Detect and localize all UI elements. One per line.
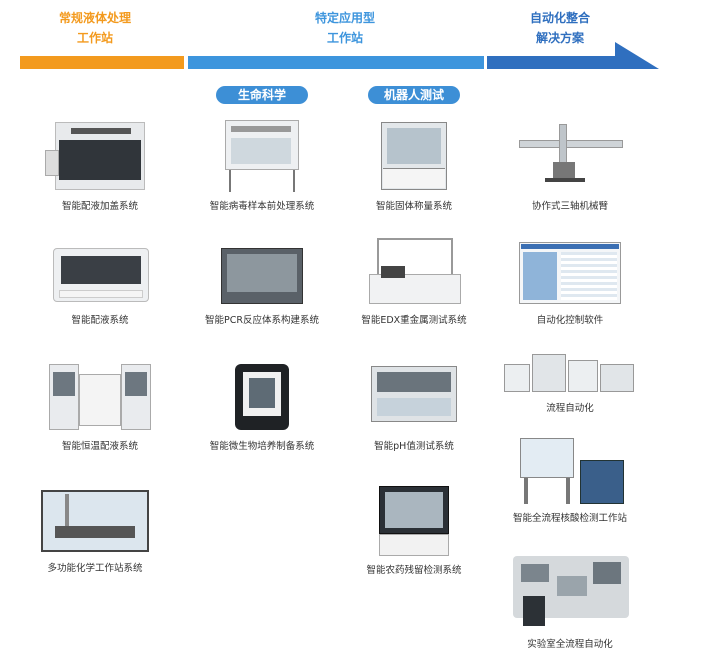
product-name: 智能农药残留检测系统 (366, 565, 462, 576)
product-card[interactable]: 实验室全流程自动化 (490, 550, 650, 650)
product-name: 智能病毒样本前处理系统 (209, 201, 315, 212)
machine-image (45, 244, 155, 308)
product-card[interactable]: 智能配液系统 (20, 244, 180, 326)
bar-automation-arrow (487, 42, 659, 69)
header-specific-line1: 特定应用型 (314, 11, 375, 25)
product-card[interactable]: 智能PCR反应体系构建系统 (182, 244, 342, 326)
product-name: 实验室全流程自动化 (527, 639, 613, 650)
product-card[interactable]: 智能全流程核酸检测工作站 (490, 436, 650, 524)
product-card[interactable]: 协作式三轴机械臂 (490, 118, 650, 212)
machine-image (359, 118, 469, 194)
machine-image (359, 360, 469, 434)
product-card[interactable]: 智能农药残留检测系统 (334, 482, 494, 576)
machine-image (207, 118, 317, 194)
product-card[interactable]: 流程自动化 (490, 344, 650, 414)
product-card[interactable]: 智能病毒样本前处理系统 (182, 118, 342, 212)
pill-life-science: 生命科学 (216, 86, 308, 104)
product-name: 智能pH值测试系统 (374, 441, 454, 452)
product-name: 智能全流程核酸检测工作站 (512, 513, 627, 524)
header-specific-line2: 工作站 (326, 31, 363, 45)
header-automation-line1: 自动化整合 (529, 11, 590, 25)
product-name: 智能固体称量系统 (375, 201, 452, 212)
product-name: 智能PCR反应体系构建系统 (205, 315, 319, 326)
machine-image (500, 344, 640, 396)
product-name: 协作式三轴机械臂 (531, 201, 608, 212)
machine-image (515, 240, 625, 308)
product-card[interactable]: 智能EDX重金属测试系统 (334, 236, 494, 326)
machine-image (359, 482, 469, 558)
header-regular-line1: 常规液体处理 (58, 11, 131, 25)
header-regular-line2: 工作站 (76, 31, 113, 45)
machine-image (45, 118, 155, 194)
header-specific: 特定应用型 工作站 (290, 8, 400, 48)
product-card[interactable]: 智能pH值测试系统 (334, 360, 494, 452)
product-card[interactable]: 智能恒温配液系统 (20, 360, 180, 452)
product-card[interactable]: 智能固体称量系统 (334, 118, 494, 212)
machine-image (207, 360, 317, 434)
product-name: 多功能化学工作站系统 (47, 563, 143, 574)
product-name: 流程自动化 (546, 403, 594, 414)
machine-image (510, 436, 630, 506)
pill-robot-test: 机器人测试 (368, 86, 460, 104)
product-name: 智能微生物培养制备系统 (209, 441, 315, 452)
machine-image (505, 550, 635, 632)
machine-image (505, 118, 635, 194)
bar-regular (20, 56, 184, 69)
product-name: 自动化控制软件 (536, 315, 604, 326)
product-card[interactable]: 智能微生物培养制备系统 (182, 360, 342, 452)
product-name: 智能恒温配液系统 (61, 441, 138, 452)
product-card[interactable]: 多功能化学工作站系统 (15, 486, 175, 574)
header-automation-line2: 解决方案 (535, 31, 584, 45)
machine-image (207, 244, 317, 308)
header-regular: 常规液体处理 工作站 (40, 8, 150, 48)
product-card[interactable]: 自动化控制软件 (490, 240, 650, 326)
machine-image (359, 236, 469, 308)
product-name: 智能配液系统 (71, 315, 129, 326)
bar-specific (188, 56, 484, 69)
product-name: 智能EDX重金属测试系统 (361, 315, 467, 326)
product-name: 智能配液加盖系统 (61, 201, 138, 212)
product-card[interactable]: 智能配液加盖系统 (20, 118, 180, 212)
machine-image (45, 360, 155, 434)
header-automation: 自动化整合 解决方案 (505, 8, 615, 48)
machine-image (35, 486, 155, 556)
